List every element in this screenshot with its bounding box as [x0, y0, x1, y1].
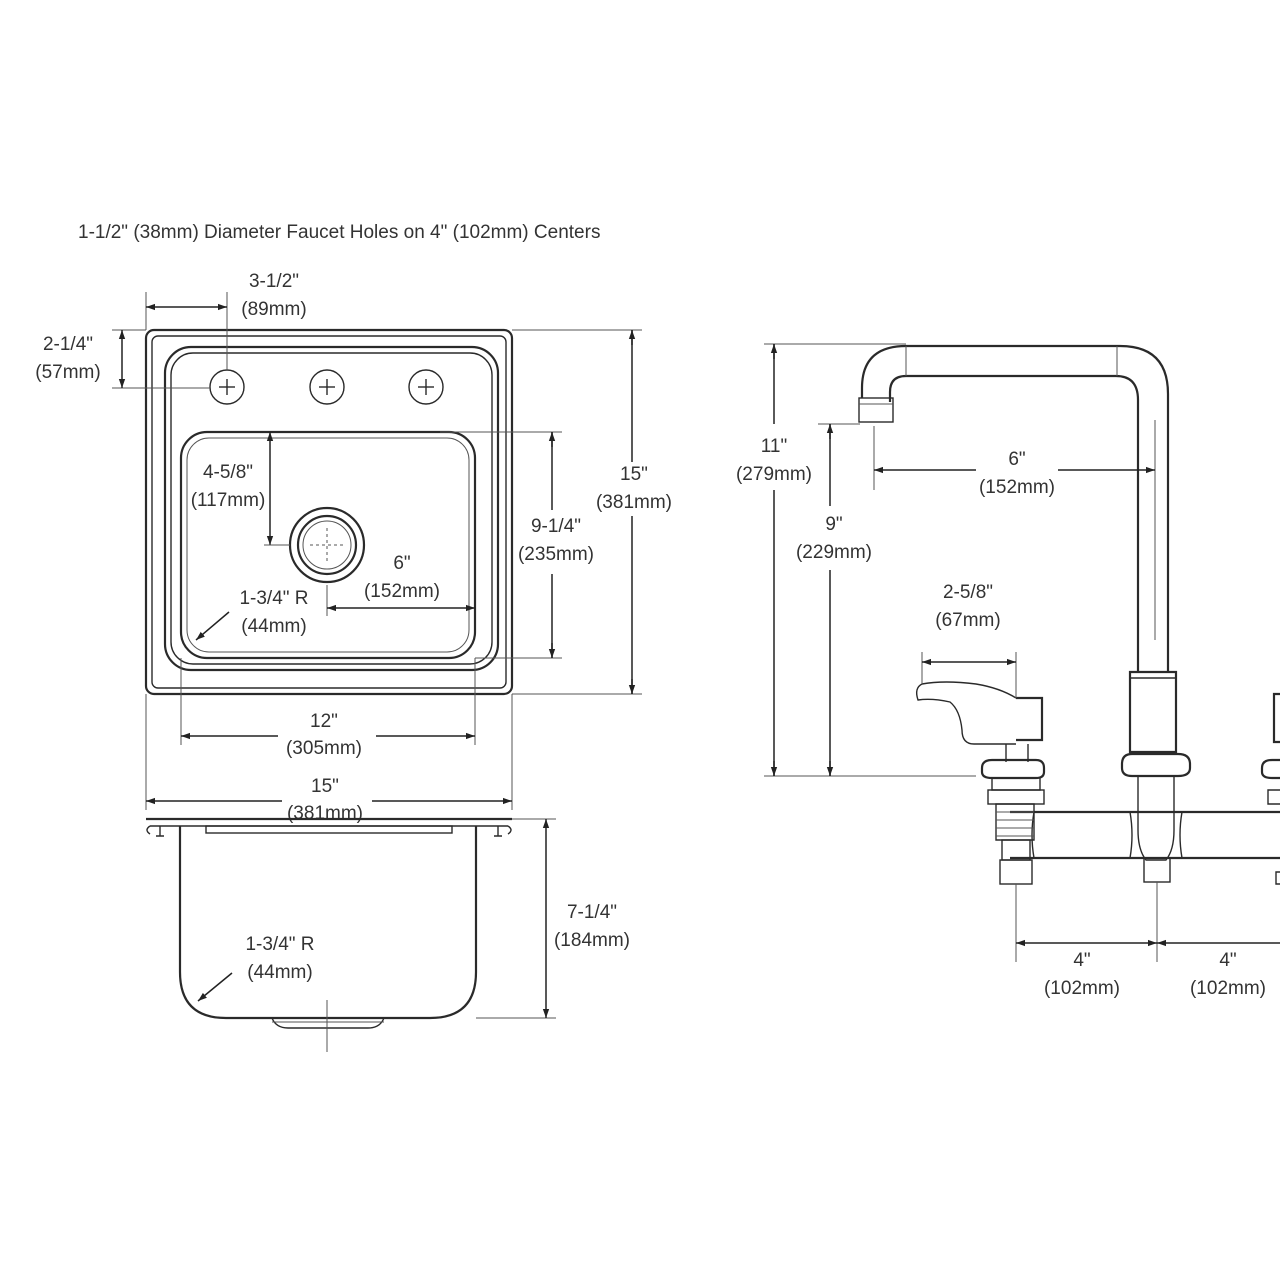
sink-top-view	[144, 328, 514, 696]
dim-bowl-height-in: 7-1/4"	[567, 902, 617, 923]
faucet-hole-left	[209, 369, 245, 405]
dim-top-radius-mm: (44mm)	[241, 616, 306, 637]
faucet-hole-note: 1-1/2" (38mm) Diameter Faucet Holes on 4…	[78, 222, 600, 243]
dim-overall-width-in: 15"	[311, 776, 339, 797]
dim-bowl-height-mm: (184mm)	[554, 930, 630, 951]
dim-faucet-spacing-in: 3-1/2"	[249, 271, 299, 292]
dim-center-left-in: 4"	[1073, 950, 1090, 971]
dim-spout-height-in: 9"	[825, 514, 842, 535]
dim-faucet-spacing-mm: (89mm)	[241, 299, 306, 320]
dim-overall-width-mm: (381mm)	[287, 803, 363, 824]
dimensions-faucet: 11" (279mm) 9" (229mm) 6" (152mm) 2-5/8"…	[736, 343, 1280, 999]
dim-side-radius-in: 1-3/4" R	[245, 934, 314, 955]
dim-hole-setback-mm: (57mm)	[35, 362, 100, 383]
dim-top-radius-in: 1-3/4" R	[239, 588, 308, 609]
dim-bowl-depth-mm: (235mm)	[518, 544, 594, 565]
faucet-hole-center	[309, 369, 345, 405]
dimensions-side-view: 7-1/4" (184mm) 1-3/4" R (44mm)	[197, 818, 630, 1019]
dim-center-right-mm: (102mm)	[1190, 978, 1266, 999]
dim-hole-setback-in: 2-1/4"	[43, 334, 93, 355]
dim-center-right-in: 4"	[1219, 950, 1236, 971]
dim-bowl-depth-in: 9-1/4"	[531, 516, 581, 537]
dim-side-radius-mm: (44mm)	[247, 962, 312, 983]
dim-drain-setback-mm: (117mm)	[191, 490, 266, 511]
dim-drain-offset-in: 6"	[393, 553, 410, 574]
dim-faucet-height-in: 11"	[761, 436, 787, 457]
dim-overall-depth-mm: (381mm)	[596, 492, 672, 513]
dim-center-left-mm: (102mm)	[1044, 978, 1120, 999]
dim-handle-length-in: 2-5/8"	[943, 582, 993, 603]
dim-bowl-width-in: 12"	[310, 711, 338, 732]
dim-overall-depth-in: 15"	[620, 464, 648, 485]
faucet-hole-right	[408, 369, 444, 405]
dim-spout-reach-in: 6"	[1008, 449, 1025, 470]
dim-handle-length-mm: (67mm)	[935, 610, 1000, 631]
dim-faucet-height-mm: (279mm)	[736, 464, 812, 485]
dim-bowl-width-mm: (305mm)	[286, 738, 362, 759]
faucet-view	[858, 344, 1280, 885]
drain	[288, 506, 366, 584]
dim-spout-height-mm: (229mm)	[796, 542, 872, 563]
sink-side-view	[146, 817, 512, 1052]
dimensions-top-view: 3-1/2" (89mm) 2-1/4" (57mm) 4-5/8" (117m…	[35, 271, 672, 824]
dim-drain-setback-in: 4-5/8"	[203, 462, 253, 483]
dim-spout-reach-mm: (152mm)	[979, 477, 1055, 498]
dim-drain-offset-mm: (152mm)	[364, 581, 440, 602]
